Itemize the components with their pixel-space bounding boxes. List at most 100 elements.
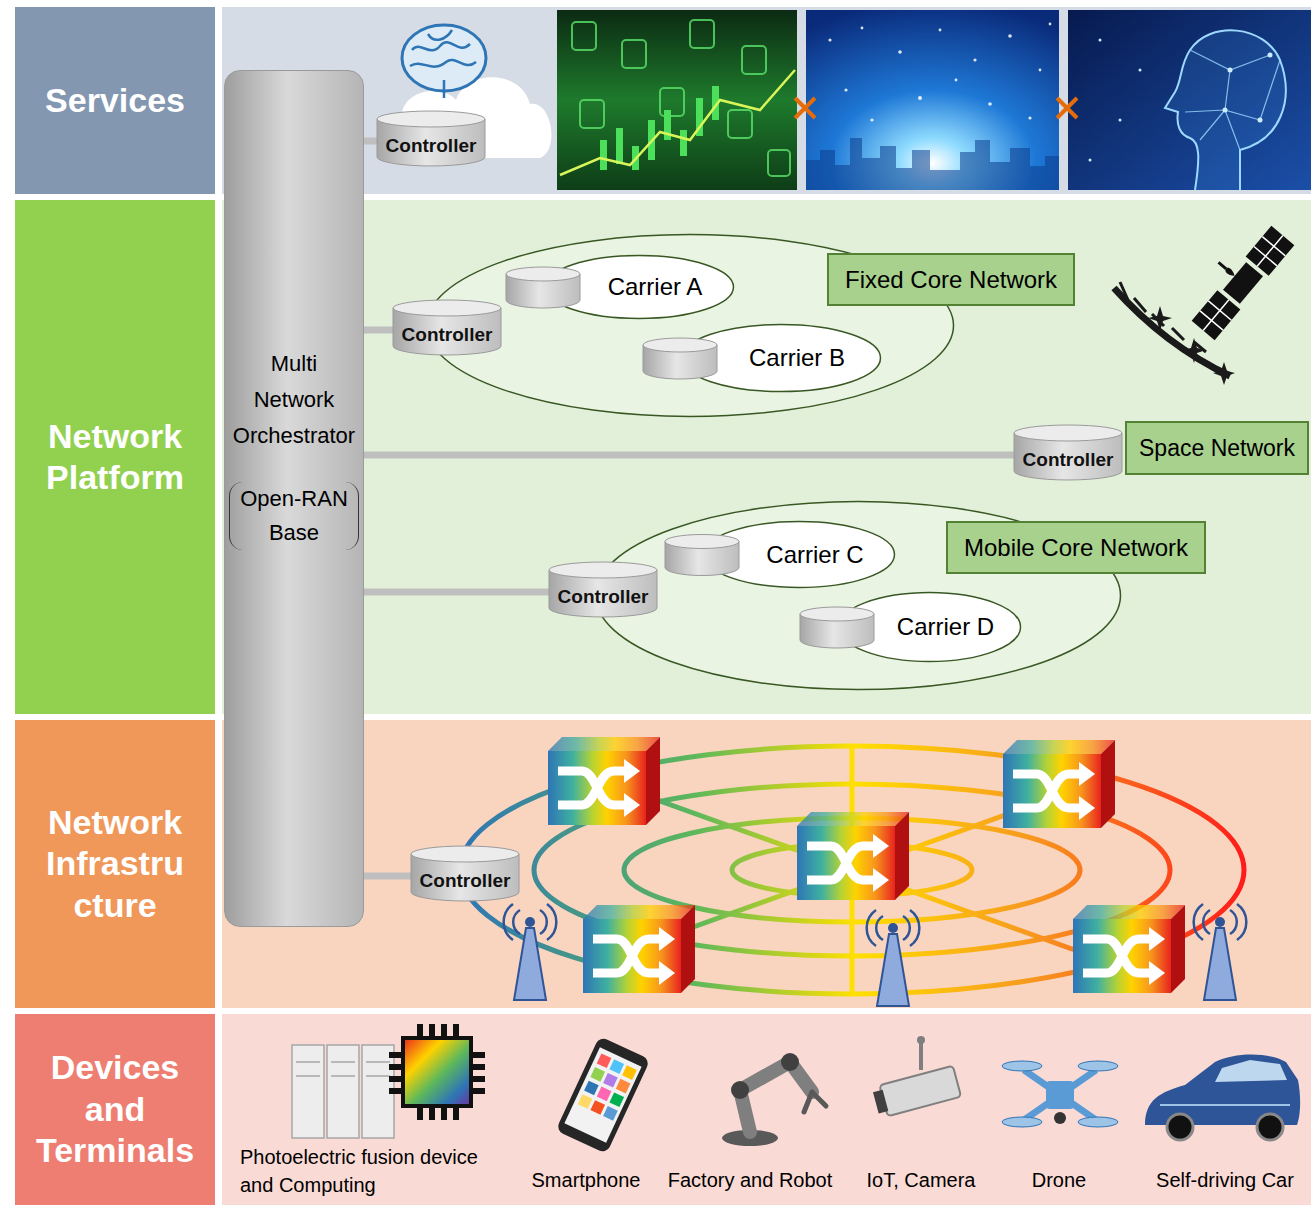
smartphone-icon xyxy=(616,1079,631,1094)
smartphone-icon xyxy=(584,1081,599,1096)
controller-text: Controller xyxy=(402,324,493,346)
optical-switch-icon xyxy=(583,905,695,993)
camera-icon xyxy=(872,1066,961,1119)
controller-cylinder: Controller xyxy=(548,561,658,617)
optical-switch-icon xyxy=(797,812,909,900)
constellation-icon xyxy=(1182,338,1206,363)
chip-icon xyxy=(389,1024,485,1120)
constellation-icon xyxy=(1148,306,1172,331)
controller-cylinder: Controller xyxy=(1013,424,1123,480)
camera-icon xyxy=(873,1090,888,1114)
network-title: Mobile Core Network xyxy=(946,521,1206,574)
robot-arm-icon xyxy=(722,1053,826,1146)
chip-icon xyxy=(389,1024,485,1120)
smart-city-image xyxy=(806,10,1059,190)
cylinder-top xyxy=(506,267,580,281)
finance-image xyxy=(728,110,752,138)
smart-city-image xyxy=(828,38,831,41)
platform-ground xyxy=(222,200,1311,714)
digital-human-image xyxy=(1139,69,1142,72)
ai-cloud-icon xyxy=(377,25,551,158)
drone-icon xyxy=(1002,1117,1042,1127)
constellation-icon xyxy=(1213,362,1235,385)
smart-city-image xyxy=(1049,23,1052,26)
controller-text: Controller xyxy=(558,586,649,608)
cylinder-top xyxy=(377,111,485,127)
car-icon xyxy=(1167,1114,1193,1140)
controller-text: Controller xyxy=(386,135,477,157)
carrier-node: Carrier D xyxy=(799,591,1022,663)
carrier-node: Carrier C xyxy=(664,520,896,589)
car-icon xyxy=(1145,1055,1300,1141)
robot-arm-icon xyxy=(731,1081,749,1099)
smartphone-icon xyxy=(622,1065,637,1080)
camera-icon xyxy=(879,1066,961,1117)
smart-city-image xyxy=(955,79,958,82)
digital-human-image xyxy=(1068,10,1311,190)
layer-title: Network Infrastructure xyxy=(15,802,215,926)
orchestrator-pillar: Multi Network OrchestratorOpen-RAN Base xyxy=(224,70,364,927)
smartphone-icon xyxy=(609,1059,624,1074)
smart-city-image xyxy=(1039,69,1042,72)
cylinder-top xyxy=(800,607,874,621)
antenna-icon xyxy=(867,910,920,1006)
drone-icon xyxy=(1046,1081,1074,1109)
digital-human-image xyxy=(1223,108,1228,113)
digital-human-image xyxy=(1089,159,1092,162)
finance-image xyxy=(557,10,797,190)
drone-icon xyxy=(1002,1061,1118,1127)
combine-mark xyxy=(795,98,815,118)
label-slot: Self-driving Car xyxy=(1065,1166,1311,1194)
satellite-icon xyxy=(1179,215,1295,340)
controller-shape xyxy=(377,111,485,166)
smartphone-icon xyxy=(556,1036,651,1154)
satellite-icon xyxy=(1218,262,1226,268)
finance-image xyxy=(557,10,797,190)
layer-title: Services xyxy=(15,80,215,121)
controller-cylinder: Controller xyxy=(392,299,502,355)
smartphone-icon xyxy=(590,1100,605,1115)
network-title: Fixed Core Network xyxy=(827,253,1075,306)
finance-image xyxy=(742,46,766,74)
robot-arm-icon xyxy=(781,1053,799,1071)
smart-city-image xyxy=(861,27,864,30)
orchestrator-link xyxy=(363,589,549,596)
camera-icon xyxy=(917,1036,925,1044)
core-network-ellipse: Mobile Core NetworkControllerCarrier CCa… xyxy=(594,500,1122,691)
smartphone-icon xyxy=(556,1036,651,1154)
carrier-node: Carrier B xyxy=(642,323,882,393)
drone-icon xyxy=(1078,1117,1118,1127)
device-caption: IoT, Camera xyxy=(867,1169,976,1191)
smart-city-image xyxy=(973,58,976,61)
chip-icon xyxy=(403,1038,471,1106)
controller-shape xyxy=(411,846,519,901)
cylinder-top xyxy=(643,338,717,352)
smartphone-icon xyxy=(597,1053,612,1068)
digital-human-image xyxy=(1228,68,1233,73)
drone-icon xyxy=(1078,1061,1118,1071)
digital-human-image xyxy=(1089,39,1273,162)
cylinder-top xyxy=(393,300,501,316)
carrier-text: Carrier B xyxy=(749,344,845,372)
digital-human-image xyxy=(1119,119,1122,122)
finance-image xyxy=(690,20,714,48)
digital-human-image xyxy=(1099,39,1102,42)
optical-switch-icon xyxy=(1073,905,1185,993)
digital-human-image xyxy=(1165,30,1286,190)
server-icon xyxy=(296,1062,390,1076)
cylinder-top xyxy=(549,562,657,578)
ai-cloud-icon xyxy=(377,77,551,158)
smart-city-image xyxy=(828,23,1051,122)
combine-mark xyxy=(1057,98,1077,118)
label-slot: Photoelectric fusion device and Computin… xyxy=(240,1143,505,1199)
digital-human-image xyxy=(1258,118,1263,123)
finance-image xyxy=(616,128,623,164)
carrier-cylinder xyxy=(665,535,739,576)
services-ground xyxy=(222,7,1311,194)
layer-title: Devices and Terminals xyxy=(15,1047,215,1171)
finance-image xyxy=(560,70,795,175)
smart-city-image xyxy=(870,118,873,121)
satellite-icon xyxy=(1192,226,1295,340)
